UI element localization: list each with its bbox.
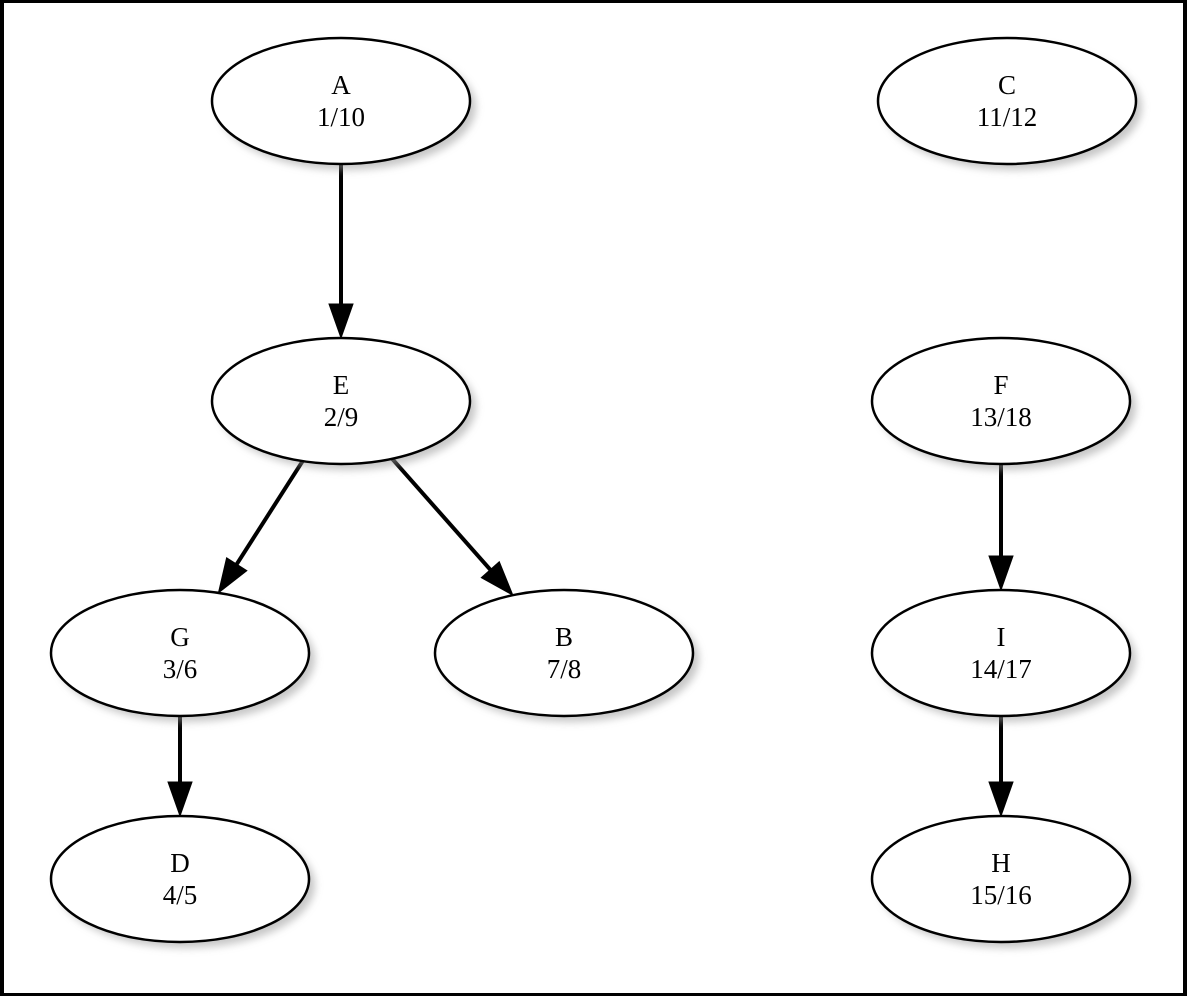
arrowhead-icon (988, 781, 1014, 818)
node-ellipse (433, 588, 695, 718)
arrowhead-icon (480, 560, 514, 597)
node-times: 1/10 (317, 102, 365, 132)
edge-g-d (167, 716, 193, 818)
arrowhead-icon (217, 556, 248, 595)
node-ellipse (210, 336, 472, 466)
node-ellipse (870, 814, 1132, 944)
node-c: C11/12 (876, 36, 1142, 170)
node-g: G3/6 (49, 588, 315, 722)
node-label: B (555, 622, 573, 652)
node-ellipse (870, 588, 1132, 718)
edge-e-g (217, 460, 305, 595)
node-ellipse (49, 814, 311, 944)
arrowhead-icon (988, 555, 1014, 592)
node-times: 15/16 (970, 880, 1032, 910)
node-label: F (993, 370, 1008, 400)
node-h: H15/16 (870, 814, 1136, 948)
edge-a-e (328, 164, 354, 340)
node-ellipse (870, 336, 1132, 466)
node-ellipse (49, 588, 311, 718)
node-ellipse (210, 36, 472, 166)
node-b: B7/8 (433, 588, 699, 722)
edge-e-b (390, 457, 514, 597)
node-label: H (991, 848, 1011, 878)
node-times: 3/6 (163, 654, 198, 684)
node-d: D4/5 (49, 814, 315, 948)
node-times: 14/17 (970, 654, 1032, 684)
node-ellipse (876, 36, 1138, 166)
edge-f-i (988, 464, 1014, 592)
node-times: 11/12 (977, 102, 1038, 132)
node-label: D (170, 848, 190, 878)
edge-line (390, 457, 492, 572)
edge-line (235, 460, 305, 566)
edge-i-h (988, 716, 1014, 818)
node-f: F13/18 (870, 336, 1136, 470)
node-label: E (333, 370, 350, 400)
arrowhead-icon (167, 781, 193, 818)
edges-layer (167, 164, 1014, 818)
node-times: 7/8 (547, 654, 582, 684)
node-label: G (170, 622, 190, 652)
node-label: I (997, 622, 1006, 652)
node-times: 4/5 (163, 880, 198, 910)
node-a: A1/10 (210, 36, 476, 170)
arrowhead-icon (328, 303, 354, 340)
node-times: 2/9 (324, 402, 359, 432)
node-e: E2/9 (210, 336, 476, 470)
node-label: C (998, 70, 1016, 100)
node-label: A (331, 70, 351, 100)
node-times: 13/18 (970, 402, 1032, 432)
node-i: I14/17 (870, 588, 1136, 722)
